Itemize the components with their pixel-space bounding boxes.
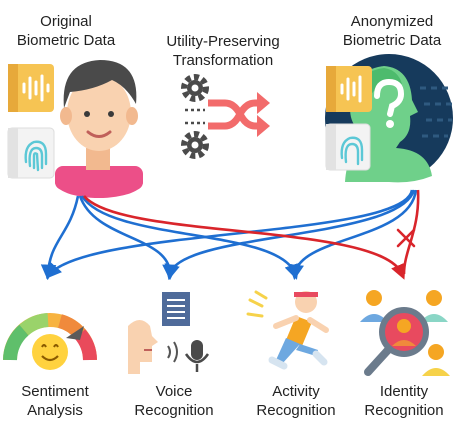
voice-recognition-label: Voice Recognition — [134, 383, 214, 419]
identity-arrows — [82, 189, 420, 280]
identity-recognition-label: Identity Recognition — [364, 383, 444, 419]
question-mark-icon — [374, 78, 405, 128]
activity-recognition-label: Activity Recognition — [256, 383, 336, 419]
shuffle-icon — [208, 92, 270, 137]
dotted-lines — [185, 108, 205, 125]
audio-wave-icon — [8, 64, 54, 112]
original-person-icon — [55, 60, 143, 198]
gear-icon — [181, 74, 209, 159]
anonymized-data-label: Anonymized Biometric Data — [342, 13, 442, 49]
sentiment-meter-icon — [3, 313, 97, 370]
fingerprint-icon — [7, 127, 55, 179]
identity-recognition-icon — [360, 290, 450, 376]
original-data-label: Original Biometric Data — [16, 13, 116, 49]
utility-arrows — [40, 189, 418, 281]
blocked-x-icon — [396, 228, 416, 248]
microphone-icon — [184, 340, 210, 372]
magnifier-icon — [364, 307, 429, 376]
voice-recognition-icon — [128, 292, 210, 374]
fingerprint-icon-anon — [325, 123, 371, 171]
audio-wave-icon-anon — [326, 66, 372, 112]
sentiment-analysis-label: Sentiment Analysis — [21, 383, 89, 419]
transformation-label: Utility-Preserving Transformation — [166, 33, 280, 69]
document-icon — [162, 292, 190, 326]
activity-recognition-icon — [246, 290, 329, 370]
